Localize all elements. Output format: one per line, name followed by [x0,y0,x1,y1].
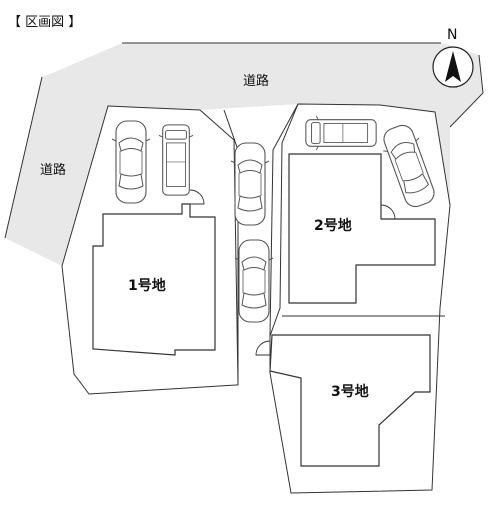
car-icon [305,115,377,151]
car-icon [230,142,270,226]
building-2 [288,153,436,304]
road-edge-west [4,76,43,239]
building-1 [92,203,216,356]
north-arrow-icon [445,51,461,82]
car-icon [234,239,274,323]
lot-label-1: 1号地 [128,277,166,294]
passage-edge-east [269,103,299,337]
road-label-north: 道路 [243,73,269,89]
car-icon [158,124,194,196]
diagram-title: 【 区画図 】 [8,15,82,30]
compass: N [432,27,474,88]
door-icon [380,204,396,220]
lot-label-3: 3号地 [331,383,369,400]
road-label-west: 道路 [40,162,66,178]
road-north [55,43,483,266]
road-west [5,72,108,266]
road-edge-east [449,54,484,128]
lot-label-2: 2号地 [314,217,352,234]
door-icon [255,340,271,356]
door-icon [189,189,205,205]
building-3 [269,334,431,467]
car-icon [111,120,151,204]
compass-label: N [447,27,457,43]
